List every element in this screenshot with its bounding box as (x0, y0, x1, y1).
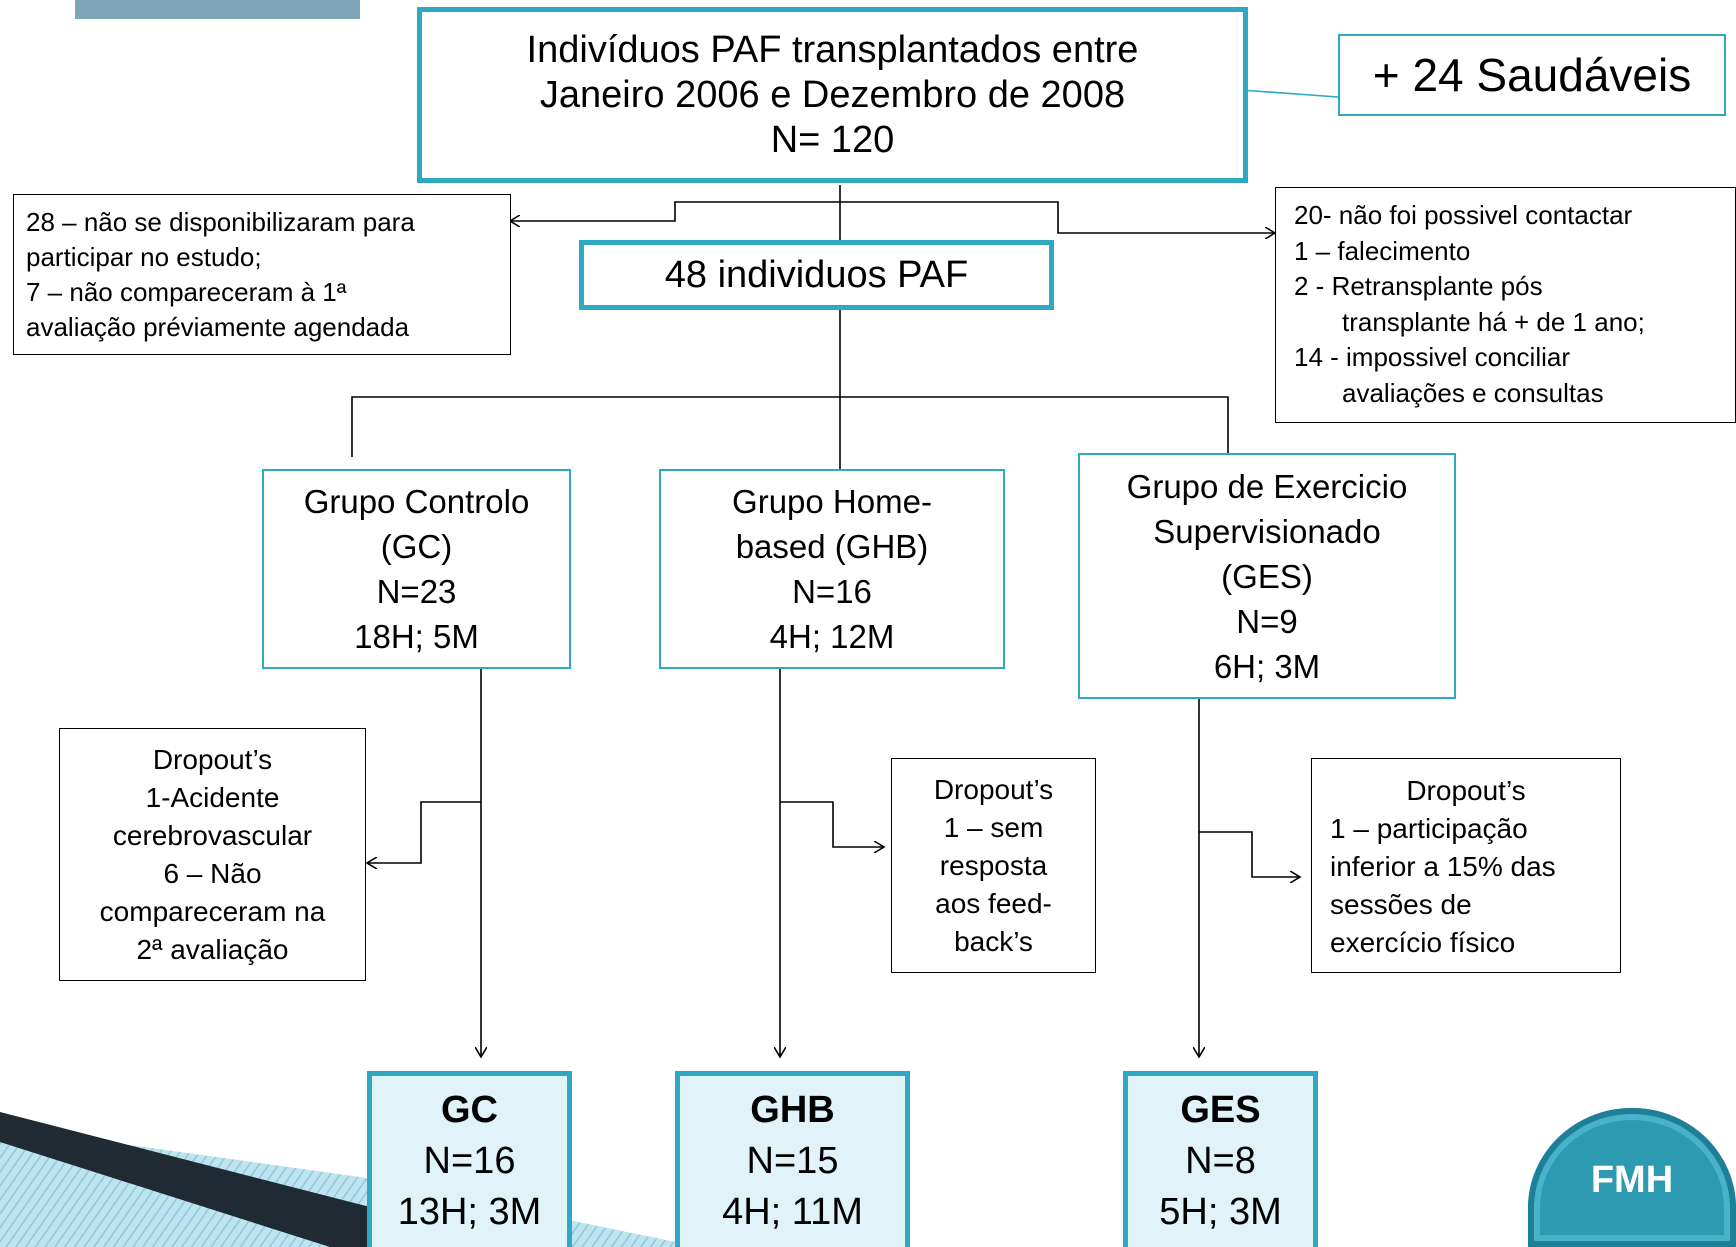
group-control-box: Grupo Controlo (GC) N=23 18H; 5M (262, 469, 571, 669)
dropout-line: Dropout’s (1406, 775, 1526, 806)
final-box-ges: GES N=8 5H; 3M (1123, 1071, 1318, 1247)
final-title: GC (441, 1089, 498, 1131)
left-exclusion-line: 7 – não compareceram à 1ª (26, 277, 347, 307)
right-exclusion-line: 20- não foi possivel contactar (1294, 200, 1633, 230)
left-exclusion-line: 28 – não se disponibilizaram para (26, 207, 415, 237)
right-exclusion-line: 2 - Retransplante pós (1294, 271, 1543, 301)
population-count: N= 120 (770, 118, 895, 161)
group-line: Supervisionado (1153, 512, 1381, 550)
dropout-line: resposta (939, 849, 1048, 881)
healthy-box: + 24 Saudáveis (1338, 34, 1726, 116)
dropout-line: exercício físico (1330, 927, 1516, 958)
dropout-line: 2ª avaliação (136, 933, 289, 965)
group-line: N=9 (1236, 602, 1298, 640)
dropout-line: 1 – participação (1330, 813, 1528, 844)
dropout-line: aos feed- (935, 887, 1052, 919)
fmh-logo-text: FMH (1590, 1159, 1674, 1201)
dropout-box-supervised: Dropout’s 1 – participação inferior a 15… (1311, 758, 1621, 973)
group-line: N=16 (792, 573, 872, 610)
final-box-ghb: GHB N=15 4H; 11M (675, 1071, 910, 1247)
dropout-line: cerebrovascular (112, 819, 313, 851)
group-line: N=23 (376, 573, 457, 610)
right-exclusion-line: transplante há + de 1 ano; (1342, 306, 1645, 337)
dropout-line: back’s (954, 925, 1033, 957)
right-exclusion-line: 1 – falecimento (1294, 235, 1471, 266)
dropout-line: Dropout’s (933, 773, 1054, 805)
right-exclusion-box: 20- não foi possivel contactar 1 – falec… (1275, 187, 1736, 423)
final-count: N=8 (1185, 1140, 1256, 1182)
dropout-line: sessões de (1330, 889, 1472, 920)
group-line: based (GHB) (735, 528, 929, 565)
dropout-line: 6 – Não (163, 857, 262, 889)
left-exclusion-line: participar no estudo; (26, 242, 262, 272)
dropout-line: compareceram na (99, 895, 326, 927)
healthy-label: + 24 Saudáveis (1372, 49, 1692, 101)
group-supervised-box: Grupo de Exercicio Supervisionado (GES) … (1078, 453, 1456, 699)
group-line: 6H; 3M (1213, 647, 1321, 685)
final-count: N=16 (423, 1140, 516, 1182)
group-line: Grupo de Exercicio (1126, 467, 1408, 505)
group-line: (GES) (1221, 557, 1313, 595)
group-line: (GC) (380, 528, 453, 565)
group-line: Grupo Home- (732, 483, 932, 520)
final-count: N=15 (746, 1140, 839, 1182)
final-title: GHB (750, 1089, 835, 1131)
final-sex: 5H; 3M (1159, 1191, 1282, 1233)
right-exclusion-line: 14 - impossivel conciliar (1294, 342, 1570, 372)
sample-box: 48 individuos PAF (579, 240, 1054, 310)
dropout-line: Dropout’s (152, 743, 273, 775)
group-line: 4H; 12M (769, 618, 895, 655)
left-exclusion-box: 28 – não se disponibilizaram para partic… (13, 194, 511, 355)
sample-label: 48 individuos PAF (664, 253, 969, 296)
final-title: GES (1180, 1089, 1261, 1131)
corner-tab (75, 0, 360, 19)
group-home-based-box: Grupo Home- based (GHB) N=16 4H; 12M (659, 469, 1005, 669)
left-exclusion-line: avaliação préviamente agendada (26, 312, 410, 342)
final-box-gc: GC N=16 13H; 3M (367, 1071, 572, 1247)
group-line: 18H; 5M (354, 618, 479, 655)
dropout-line: 1 – sem (943, 811, 1044, 843)
dropout-box-control: Dropout’s 1-Acidente cerebrovascular 6 –… (59, 728, 366, 981)
population-box: Indivíduos PAF transplantados entre Jane… (417, 7, 1248, 183)
dropout-box-home-based: Dropout’s 1 – sem resposta aos feed- bac… (891, 758, 1096, 973)
group-line: Grupo Controlo (303, 483, 530, 520)
final-sex: 13H; 3M (397, 1191, 542, 1233)
dropout-line: inferior a 15% das (1330, 851, 1556, 882)
final-sex: 4H; 11M (722, 1191, 863, 1233)
population-line-2: Janeiro 2006 e Dezembro de 2008 (539, 73, 1126, 116)
dropout-line: 1-Acidente (145, 781, 280, 813)
population-line-1: Indivíduos PAF transplantados entre (526, 28, 1139, 71)
right-exclusion-line: avaliações e consultas (1342, 377, 1604, 408)
